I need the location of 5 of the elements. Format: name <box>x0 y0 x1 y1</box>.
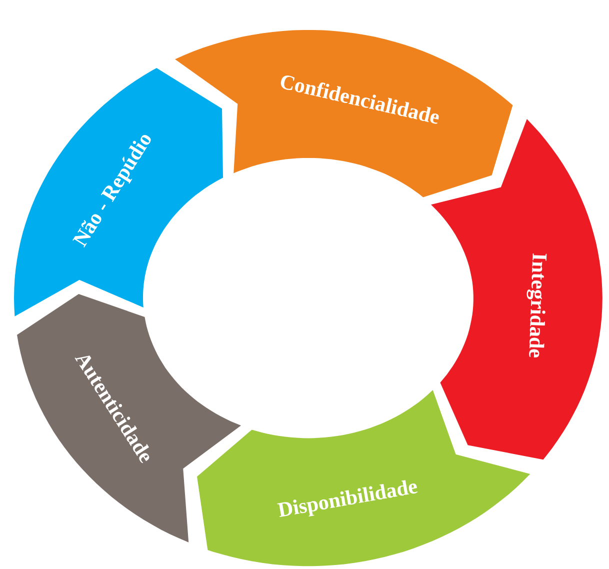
segment-label: Integridade <box>525 252 550 358</box>
cycle-arrow-segment <box>14 68 224 317</box>
cycle-arrow-segment <box>196 390 530 566</box>
cycle-arrow-segment <box>16 294 241 543</box>
cycle-arrow-segment <box>174 30 512 198</box>
